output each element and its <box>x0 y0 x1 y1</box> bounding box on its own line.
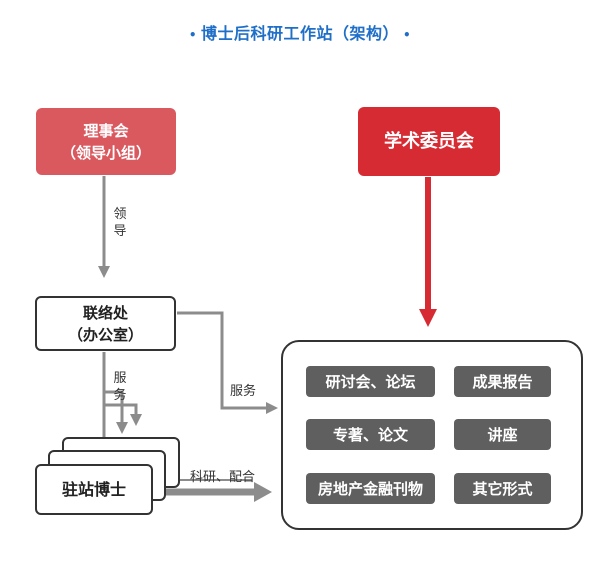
title-dot-left: • <box>188 27 197 42</box>
postdoc-node: 驻站博士 <box>35 464 153 515</box>
lead-label: 领导 <box>113 207 127 239</box>
title-text: 博士后科研工作站（架构） <box>200 24 399 43</box>
serve-down-arrow-3 <box>104 403 142 426</box>
serve-down-arrow-2 <box>104 390 128 434</box>
council-node: 理事会 （领导小组） <box>36 108 176 175</box>
activity-lecture: 讲座 <box>454 419 551 450</box>
serve-down-label: 服务 <box>113 371 127 403</box>
postdoc-name: 驻站博士 <box>61 479 126 499</box>
activity-other-forms: 其它形式 <box>454 473 551 504</box>
activity-real-estate-finance-journal: 房地产金融刊物 <box>306 473 435 504</box>
liaison-subtitle: （办公室） <box>67 325 143 344</box>
academic-committee-node: 学术委员会 <box>358 107 500 176</box>
research-label: 科研、配合 <box>190 470 256 485</box>
activity-seminar-forum: 研讨会、论坛 <box>306 366 435 397</box>
title-dot-right: • <box>403 27 412 42</box>
activity-results-report: 成果报告 <box>454 366 551 397</box>
liaison-node: 联络处 （办公室） <box>35 296 176 351</box>
research-arrowhead <box>254 482 272 502</box>
page-title: •博士后科研工作站（架构）• <box>0 20 600 44</box>
activity-monograph-paper: 专著、论文 <box>306 419 435 450</box>
serve-right-arrow <box>177 311 278 414</box>
serve-right-label: 服务 <box>230 384 257 399</box>
liaison-name: 联络处 <box>82 303 128 322</box>
academic-committee-name: 学术委员会 <box>384 130 474 152</box>
council-subtitle: （领导小组） <box>60 143 151 162</box>
council-name: 理事会 <box>83 121 129 140</box>
